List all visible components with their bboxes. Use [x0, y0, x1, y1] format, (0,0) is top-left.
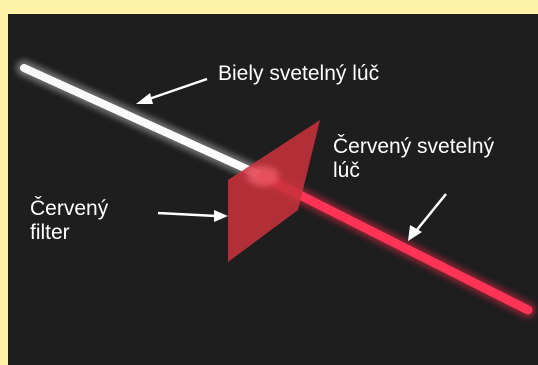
red-beam-label-line1: Červený svetelný [333, 135, 494, 159]
filter-label-line2: filter [30, 221, 108, 245]
arrow-to-red-beam [408, 194, 446, 241]
arrow-to-white-beam [136, 79, 207, 104]
filter-label-line1: Červený [30, 197, 108, 221]
red-beam-label: Červený svetelný lúč [333, 135, 494, 183]
filter-glow [247, 166, 279, 186]
white-beam-label: Biely svetelný lúč [218, 62, 379, 86]
filter-label: Červený filter [30, 197, 108, 245]
arrow-to-filter [158, 210, 228, 222]
red-light-beam [262, 176, 528, 310]
red-beam-label-line2: lúč [333, 159, 494, 183]
